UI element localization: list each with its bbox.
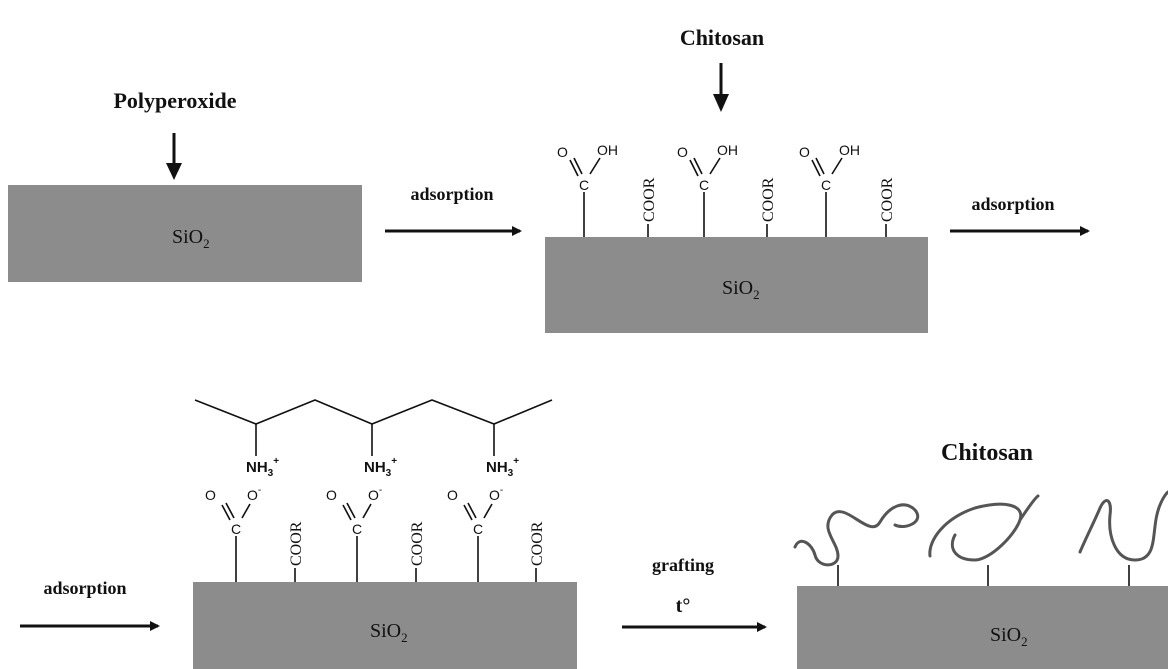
down-arrowhead-icon bbox=[713, 94, 729, 112]
chitosan-chain bbox=[928, 494, 1040, 562]
carboxylate-group: C O O- bbox=[447, 485, 503, 582]
panel-grafted-chitosan: Chitosan SiO2 bbox=[793, 440, 1168, 669]
carboxyl-group: C O OH bbox=[677, 142, 738, 237]
svg-text:COOR: COOR bbox=[288, 521, 305, 566]
ammonium-group: NH3+ bbox=[486, 424, 519, 479]
svg-text:C: C bbox=[699, 177, 709, 193]
svg-text:COOR: COOR bbox=[409, 521, 426, 566]
svg-text:C: C bbox=[231, 521, 241, 537]
sio2-label: SiO2 bbox=[990, 624, 1028, 649]
grafting-label: grafting bbox=[652, 555, 714, 575]
sio2-substrate bbox=[545, 237, 928, 333]
panel-polyperoxide-adsorbed: Chitosan SiO2 C O OH COOR C O OH bbox=[545, 25, 928, 333]
ester-group: COOR bbox=[529, 521, 546, 582]
sio2-substrate bbox=[193, 582, 577, 669]
carboxyl-group: C O OH bbox=[557, 142, 618, 237]
svg-text:OH: OH bbox=[717, 142, 738, 158]
carboxylate-group: C O O- bbox=[205, 485, 261, 582]
svg-text:C: C bbox=[352, 521, 362, 537]
sio2-label: SiO2 bbox=[722, 277, 760, 302]
svg-text:NH3+: NH3+ bbox=[486, 456, 519, 479]
svg-text:C: C bbox=[821, 177, 831, 193]
panel-chitosan-adsorbed: NH3+ NH3+ NH3+ SiO2 C O O- COOR bbox=[193, 399, 577, 669]
step-adsorption-3: adsorption bbox=[20, 578, 160, 631]
chitosan-bottom-label: Chitosan bbox=[941, 440, 1033, 466]
polyperoxide-label: Polyperoxide bbox=[113, 88, 236, 113]
ester-group: COOR bbox=[409, 521, 426, 582]
chitosan-chain bbox=[793, 503, 919, 567]
svg-text:O: O bbox=[677, 144, 688, 160]
svg-text:NH3+: NH3+ bbox=[364, 456, 397, 479]
sio2-label: SiO2 bbox=[370, 620, 408, 645]
carboxyl-group: C O OH bbox=[799, 142, 860, 237]
ammonium-group: NH3+ bbox=[364, 424, 397, 479]
temperature-label: t° bbox=[676, 595, 691, 617]
svg-text:COOR: COOR bbox=[760, 177, 777, 222]
svg-text:O: O bbox=[205, 487, 216, 503]
svg-text:O: O bbox=[326, 487, 337, 503]
svg-text:O: O bbox=[557, 144, 568, 160]
step-adsorption-2: adsorption bbox=[950, 194, 1090, 236]
svg-text:OH: OH bbox=[839, 142, 860, 158]
adsorption-label-3: adsorption bbox=[43, 578, 126, 598]
panel-polyperoxide: Polyperoxide SiO2 bbox=[8, 88, 362, 282]
svg-text:NH3+: NH3+ bbox=[246, 456, 279, 479]
svg-text:COOR: COOR bbox=[879, 177, 896, 222]
chitosan-chain bbox=[1078, 490, 1168, 562]
ammonium-group: NH3+ bbox=[246, 424, 279, 479]
ester-group: COOR bbox=[760, 177, 777, 237]
down-arrowhead-icon bbox=[166, 163, 182, 180]
svg-text:O-: O- bbox=[368, 485, 382, 503]
svg-text:OH: OH bbox=[597, 142, 618, 158]
carboxylate-group: C O O- bbox=[326, 485, 382, 582]
svg-text:C: C bbox=[473, 521, 483, 537]
sio2-substrate bbox=[8, 185, 362, 282]
chitosan-top-label: Chitosan bbox=[680, 25, 764, 50]
step-grafting: grafting t° bbox=[622, 555, 767, 632]
ester-group: COOR bbox=[879, 177, 896, 237]
adsorption-label-2: adsorption bbox=[971, 194, 1054, 214]
sio2-label: SiO2 bbox=[172, 226, 210, 251]
chitosan-backbone bbox=[194, 399, 553, 425]
step-adsorption-1: adsorption bbox=[385, 184, 522, 236]
adsorption-label-1: adsorption bbox=[410, 184, 493, 204]
svg-text:O: O bbox=[447, 487, 458, 503]
svg-text:O: O bbox=[799, 144, 810, 160]
ester-group: COOR bbox=[641, 177, 658, 237]
svg-text:C: C bbox=[579, 177, 589, 193]
svg-text:COOR: COOR bbox=[641, 177, 658, 222]
svg-text:O-: O- bbox=[489, 485, 503, 503]
sio2-substrate bbox=[797, 586, 1168, 669]
ester-group: COOR bbox=[288, 521, 305, 582]
svg-text:O-: O- bbox=[247, 485, 261, 503]
svg-text:COOR: COOR bbox=[529, 521, 546, 566]
